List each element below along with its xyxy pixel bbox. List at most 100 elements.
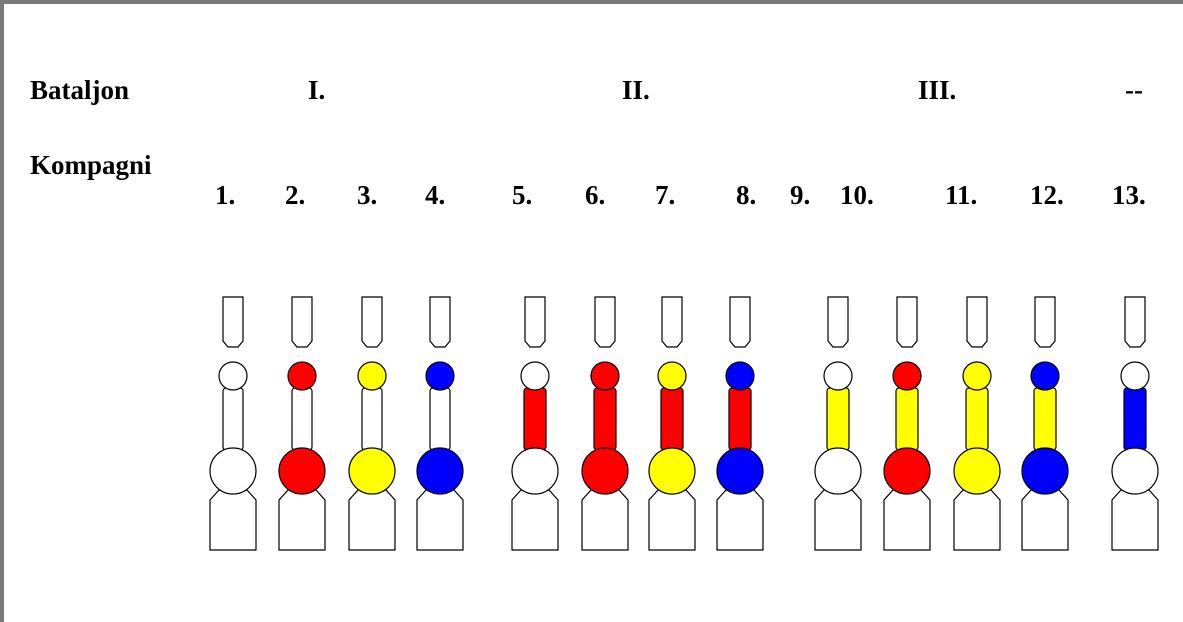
insignia-base: [648, 489, 696, 551]
insignia-large-ball: [1021, 447, 1069, 495]
insignia-small-ball: [287, 361, 317, 391]
insignia-figure-5: [511, 296, 559, 551]
insignia-small-ball: [823, 361, 853, 391]
company-row-label: Kompagni: [30, 150, 152, 180]
insignia-small-ball: [357, 361, 387, 391]
insignia-top-tab: [361, 296, 383, 348]
insignia-figure-8: [716, 296, 764, 551]
company-label-4: 4.: [425, 180, 446, 210]
insignia-large-ball: [511, 447, 559, 495]
insignia-figure-13: [1111, 296, 1159, 551]
battalion-label-4: --: [1125, 75, 1143, 105]
insignia-top-tab: [291, 296, 313, 348]
insignia-small-ball: [725, 361, 755, 391]
company-label-12: 12.: [1030, 180, 1064, 210]
battalion-label-1: I.: [308, 75, 326, 105]
insignia-figure-2: [278, 296, 326, 551]
company-label-10: 10.: [840, 180, 874, 210]
insignia-base: [1111, 489, 1159, 551]
insignia-figure-3: [348, 296, 396, 551]
insignia-large-ball: [716, 447, 764, 495]
insignia-base: [1021, 489, 1069, 551]
insignia-small-ball: [1030, 361, 1060, 391]
insignia-top-tab: [524, 296, 546, 348]
insignia-top-tab: [429, 296, 451, 348]
insignia-figure-9: [814, 296, 862, 551]
insignia-figure-1: [209, 296, 257, 551]
insignia-large-ball: [416, 447, 464, 495]
insignia-figure-7: [648, 296, 696, 551]
battalion-label-3: III.: [918, 75, 957, 105]
insignia-small-ball: [425, 361, 455, 391]
insignia-top-tab: [827, 296, 849, 348]
insignia-large-ball: [814, 447, 862, 495]
insignia-large-ball: [209, 447, 257, 495]
insignia-small-ball: [218, 361, 248, 391]
insignia-top-tab: [1124, 296, 1146, 348]
insignia-small-ball: [892, 361, 922, 391]
insignia-top-tab: [1034, 296, 1056, 348]
insignia-shaft: [895, 387, 919, 451]
company-label-8: 8.: [736, 180, 757, 210]
insignia-figure-6: [581, 296, 629, 551]
battalion-row-label: Bataljon: [30, 75, 130, 105]
insignia-figure-10: [883, 296, 931, 551]
insignia-base: [883, 489, 931, 551]
insignia-large-ball: [348, 447, 396, 495]
insignia-base: [278, 489, 326, 551]
company-label-5: 5.: [512, 180, 533, 210]
insignia-small-ball: [590, 361, 620, 391]
insignia-small-ball: [657, 361, 687, 391]
insignia-figure-11: [953, 296, 1001, 551]
insignia-small-ball: [1120, 361, 1150, 391]
insignia-base: [953, 489, 1001, 551]
insignia-shaft: [965, 387, 989, 451]
insignia-small-ball: [962, 361, 992, 391]
company-label-6: 6.: [585, 180, 606, 210]
insignia-base: [511, 489, 559, 551]
insignia-shaft: [593, 387, 617, 451]
insignia-base: [416, 489, 464, 551]
insignia-base: [814, 489, 862, 551]
insignia-large-ball: [1111, 447, 1159, 495]
insignia-top-tab: [594, 296, 616, 348]
insignia-shaft: [429, 387, 451, 451]
insignia-large-ball: [648, 447, 696, 495]
company-label-2: 2.: [285, 180, 306, 210]
battalion-label-2: II.: [622, 75, 650, 105]
insignia-top-tab: [966, 296, 988, 348]
insignia-base: [716, 489, 764, 551]
insignia-top-tab: [896, 296, 918, 348]
insignia-large-ball: [883, 447, 931, 495]
insignia-large-ball: [581, 447, 629, 495]
insignia-top-tab: [661, 296, 683, 348]
insignia-top-tab: [729, 296, 751, 348]
insignia-figure-12: [1021, 296, 1069, 551]
insignia-shaft: [1033, 387, 1057, 451]
insignia-shaft: [660, 387, 684, 451]
company-label-13: 13.: [1112, 180, 1146, 210]
insignia-small-ball: [520, 361, 550, 391]
insignia-figure-4: [416, 296, 464, 551]
insignia-shaft: [523, 387, 547, 451]
insignia-base: [348, 489, 396, 551]
insignia-large-ball: [953, 447, 1001, 495]
insignia-shaft: [361, 387, 383, 451]
insignia-top-tab: [222, 296, 244, 348]
company-label-11: 11.: [945, 180, 978, 210]
frame-left-border: [0, 0, 4, 622]
insignia-shaft: [222, 387, 244, 451]
insignia-shaft: [728, 387, 752, 451]
company-label-9: 9.: [790, 180, 811, 210]
insignia-shaft: [826, 387, 850, 451]
company-label-3: 3.: [357, 180, 378, 210]
insignia-large-ball: [278, 447, 326, 495]
company-label-1: 1.: [215, 180, 236, 210]
insignia-shaft: [291, 387, 313, 451]
insignia-shaft: [1123, 387, 1147, 451]
frame-top-border: [0, 0, 1183, 4]
insignia-base: [209, 489, 257, 551]
company-label-7: 7.: [655, 180, 676, 210]
